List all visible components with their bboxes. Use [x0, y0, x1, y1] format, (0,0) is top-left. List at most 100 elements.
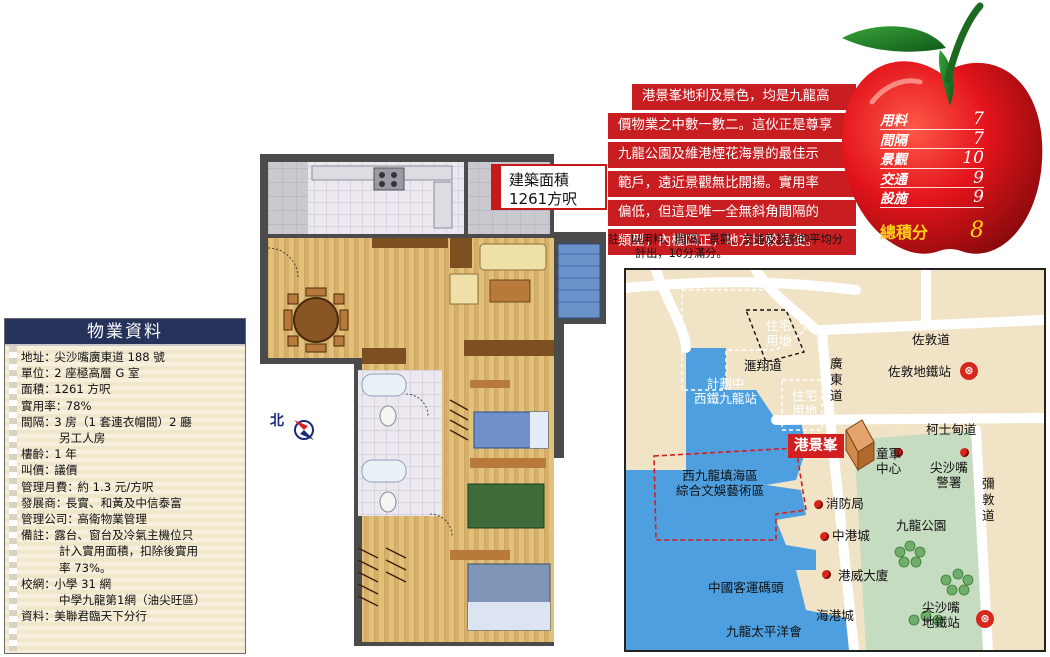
review-line: 九龍公園及維港煙花海景的最佳示	[608, 142, 856, 168]
score-value: 7	[973, 128, 984, 149]
score-label: 景觀	[880, 152, 907, 169]
property-info-value: 3 房（1 套連衣帽間）2 廳	[54, 414, 192, 429]
map-pin-tst-police	[960, 448, 969, 457]
property-info-value: 1 年	[54, 447, 77, 462]
property-info-separator: ：	[44, 350, 56, 364]
property-info-rows: 地址：尖沙嘴廣東道 188 號單位：2 座極高層 G 室面積：1261 方呎實用…	[5, 346, 245, 651]
score-value: 9	[973, 167, 984, 188]
review-line: 類型，內櫳四正，地方比較見使。	[608, 229, 856, 255]
score-label: 間隔	[880, 132, 907, 149]
property-info-separator: ：	[67, 512, 79, 527]
property-info-separator: ：	[55, 398, 68, 413]
property-info-separator: ：	[44, 414, 56, 429]
map-label-residential-2: 住宅用地	[792, 388, 818, 418]
property-info-separator: ：	[44, 463, 56, 478]
review-line: 港景峯地利及景色，均是九龍高	[632, 84, 856, 110]
property-info-label: 地址	[21, 350, 45, 364]
property-info-value: 議價	[54, 463, 78, 478]
compass-north-label: 北	[270, 413, 284, 429]
property-info-value: 計入實用面積，扣除後實用	[59, 544, 199, 559]
property-info-row: 叫價：議價	[21, 462, 241, 478]
property-info-label: 樓齡	[21, 447, 45, 462]
score-row: 間隔 7	[880, 128, 984, 149]
property-info-row: 單位：2 座極高層 G 室	[21, 365, 241, 381]
property-info-label: 面積	[21, 382, 45, 397]
property-info-separator: ：	[55, 495, 68, 510]
floor-plan	[260, 154, 606, 646]
map-label-nathan-road: 彌敦道	[982, 476, 995, 523]
map-label-kowloon-park: 九龍公園	[896, 518, 947, 533]
property-info-row: 實用率：78%	[21, 398, 241, 414]
property-info-row: 地址：尖沙嘴廣東道 188 號	[21, 349, 241, 365]
property-info-value: 約 1.3 元/方呎	[77, 479, 154, 494]
property-info-value: 率 73%。	[59, 560, 112, 575]
location-map: 住宅用地 住宅用地 計劃中西鐵九龍站 滙翔道 廣東道 佐敦道 佐敦地鐵站 ⊛ 柯…	[624, 268, 1046, 652]
score-row: 設施 9	[880, 187, 984, 208]
property-info-separator: ：	[44, 382, 56, 397]
gross-area-value: 1261方呎	[509, 190, 578, 208]
property-info-value: 1261 方呎	[54, 382, 111, 397]
gross-area-badge: 建築面積 1261方呎	[491, 164, 607, 210]
badge-accent-bar	[493, 166, 501, 208]
property-info-separator: ：	[44, 366, 56, 381]
map-pin-gateway	[822, 570, 831, 579]
score-label: 設施	[880, 191, 907, 208]
map-label-jordan-road: 佐敦道	[912, 332, 950, 347]
gross-area-label: 建築面積	[509, 171, 570, 189]
map-label-huaixiang-road: 滙翔道	[744, 358, 782, 373]
property-info-separator: ：	[44, 576, 56, 591]
score-value: 9	[973, 187, 984, 208]
review-text: 港景峯地利及景色，均是九龍高價物業之中數一數二。這伙正是尊享九龍公園及維港煙花海…	[608, 84, 856, 258]
tst-mtr-icon: ⊛	[976, 610, 994, 628]
property-info-label: 實用率	[21, 398, 56, 413]
total-score-label: 總積分	[880, 222, 929, 242]
property-info-label: 間隔	[21, 414, 45, 429]
property-info-value: 美聯君臨天下分行	[54, 609, 147, 624]
map-label-gateway: 港威大廈	[838, 568, 889, 583]
property-info-value: 2 座極高層 G 室	[54, 366, 140, 381]
property-info-row: 管理月費：約 1.3 元/方呎	[21, 479, 241, 495]
review-line: 價物業之中數一數二。這伙正是尊享	[608, 113, 856, 139]
property-info-label: 發展商	[21, 495, 56, 510]
property-info-value: 長實、和黃及中信泰富	[65, 495, 182, 510]
map-label-fire-station: 消防局	[826, 496, 864, 511]
review-line: 範戶，遠近景觀無比開揚。實用率	[608, 171, 856, 197]
property-info-value: 78%	[65, 398, 92, 413]
map-label-residential-1: 住宅用地	[766, 318, 792, 348]
property-info-row: 另工人房	[21, 430, 241, 446]
score-footnote-line2: 計出，10分滿分。	[635, 247, 728, 260]
property-info-row: 中學九龍第1網（油尖旺區）	[21, 592, 241, 608]
score-footnote-line1: 註：以用料、間隔、景觀、交通及設施的平均分	[608, 233, 843, 246]
property-info-value: 中學九龍第1網（油尖旺區）	[59, 593, 206, 608]
property-info-label: 資料	[21, 609, 45, 624]
map-label-tst-station: 尖沙嘴地鐵站	[922, 600, 960, 630]
total-score-value: 8	[970, 218, 984, 243]
property-info-panel: 物業資料 地址：尖沙嘴廣東道 188 號單位：2 座極高層 G 室面積：1261…	[4, 318, 246, 654]
jordan-mtr-icon: ⊛	[960, 362, 978, 380]
property-info-row: 備註：露台、窗台及冷氣主機位只	[21, 527, 241, 543]
score-row: 交通 9	[880, 167, 984, 188]
map-label-china-ferry: 中國客運碼頭	[708, 580, 784, 595]
property-info-separator: ：	[67, 479, 79, 494]
property-info-label: 單位	[21, 366, 45, 381]
map-label-austin-road: 柯士甸道	[926, 422, 977, 437]
map-label-ocean-terminal: 海港城	[816, 608, 854, 623]
review-line: 偏低，但這是唯一全無斜角間隔的	[608, 200, 856, 226]
property-info-row: 樓齡：1 年	[21, 446, 241, 462]
apple-score-graphic	[842, 2, 1043, 254]
property-info-separator: ：	[44, 609, 56, 624]
property-info-separator: ：	[44, 528, 56, 543]
property-info-row: 間隔：3 房（1 套連衣帽間）2 廳	[21, 414, 241, 430]
compass-rose-icon	[294, 420, 314, 440]
score-value: 7	[973, 109, 984, 130]
north-compass: 北	[270, 400, 322, 450]
map-graphic	[626, 270, 1044, 650]
property-info-label: 校網	[21, 576, 45, 591]
property-info-label: 管理公司	[21, 512, 68, 527]
property-info-label: 備註	[21, 528, 45, 543]
property-info-label: 管理月費	[21, 479, 68, 494]
property-info-value: 小學 31 網	[54, 576, 112, 591]
score-label: 交通	[880, 171, 907, 188]
